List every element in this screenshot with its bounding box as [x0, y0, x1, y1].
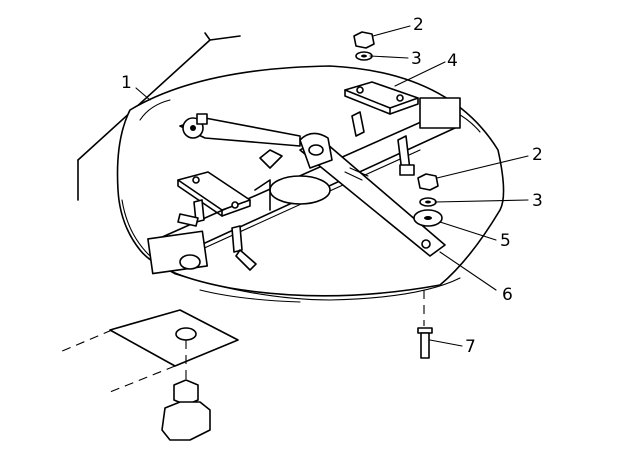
link-bar	[299, 132, 446, 257]
callout-1: 1	[121, 73, 132, 93]
callout-5: 5	[500, 231, 511, 251]
studs	[177, 111, 415, 271]
callout-labels: 1 2 3 4 2 3 5 6 7	[121, 15, 543, 357]
callout-3-right: 3	[532, 191, 543, 211]
callout-leaders	[135, 25, 529, 347]
callout-3-upper: 3	[411, 49, 422, 69]
blade-nut	[161, 379, 211, 441]
bracket-lower	[177, 171, 251, 217]
callout-2-upper: 2	[413, 15, 424, 35]
upper-nut-washer	[353, 31, 375, 61]
callout-6: 6	[502, 285, 513, 305]
deck-housing	[77, 32, 241, 201]
callout-7: 7	[465, 337, 476, 357]
right-nut-washers	[413, 173, 443, 227]
bolt	[417, 290, 433, 359]
bracket-upper	[344, 81, 419, 115]
callout-4: 4	[447, 51, 458, 71]
callout-2-right: 2	[532, 145, 543, 165]
blade	[59, 309, 239, 393]
center-hub	[254, 149, 331, 211]
